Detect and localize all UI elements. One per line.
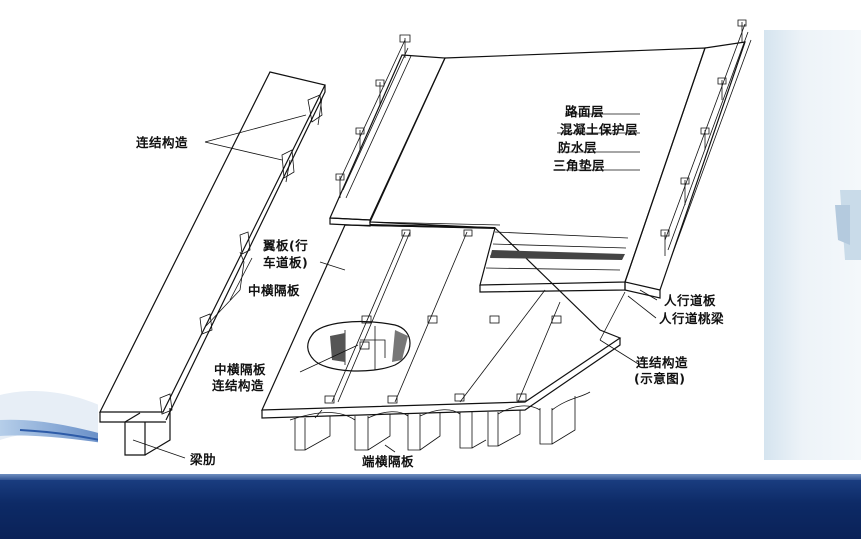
label-conn-schematic-2: (示意图) [634,371,686,386]
bottom-bar [0,480,861,539]
label-wing-plate-1: 翼板(行 [263,238,309,253]
label-sidewalk-slab: 人行道板 [664,293,717,308]
label-concrete-protect: 混凝土保护层 [560,122,639,137]
left-t-beam [99,71,326,456]
label-pavement: 路面层 [565,104,605,119]
deck-block [261,224,622,451]
label-triangle-pad: 三角垫层 [553,158,606,173]
label-end-diaphragm: 端横隔板 [362,454,415,469]
label-conn-schematic-1: 连结构造 [636,355,689,370]
label-mid-conn-1: 中横隔板 [214,362,267,377]
label-beam-rib: 梁肋 [190,452,217,467]
label-mid-conn-2: 连结构造 [212,378,265,393]
label-mid-diaphragm: 中横隔板 [248,283,301,298]
upper-deck [329,19,752,341]
label-sidewalk-beam: 人行道桃梁 [659,311,725,326]
bottom-bar-highlight [0,474,861,482]
label-waterproof: 防水层 [558,140,598,155]
label-wing-plate-2: 车道板) [263,255,309,270]
leader-lines [132,113,658,459]
label-connection-left: 连结构造 [136,135,189,150]
